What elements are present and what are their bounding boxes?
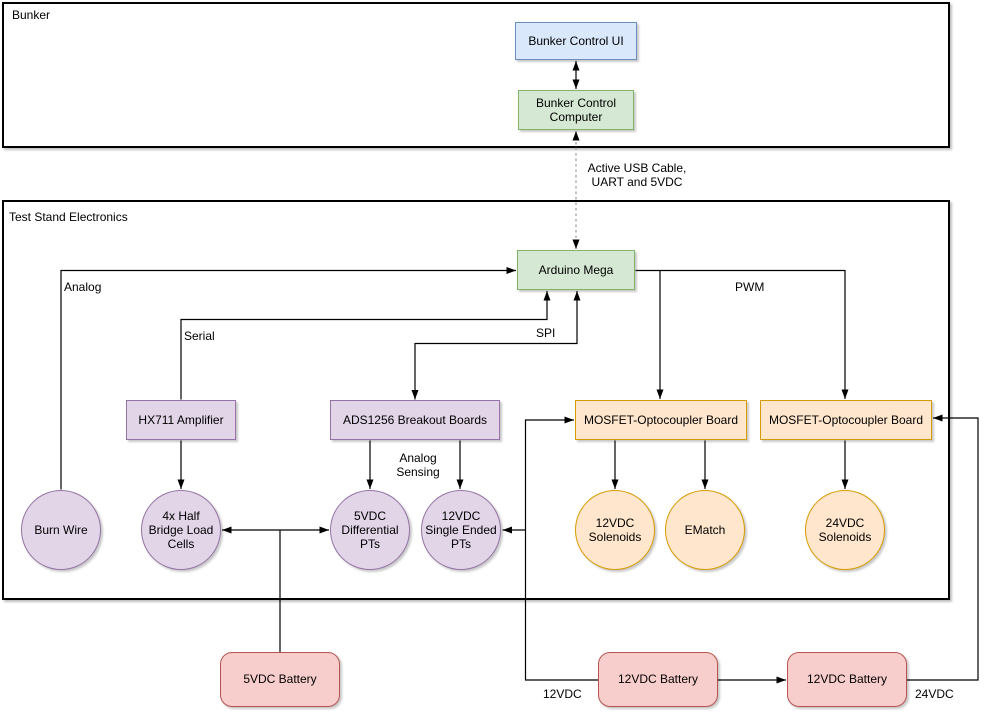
node-hx711-amplifier: HX711 Amplifier — [126, 400, 236, 440]
node-label: 12VDC Solenoids — [588, 515, 642, 544]
node-load-cells: 4x Half Bridge Load Cells — [141, 490, 221, 570]
node-mosfet-optocoupler-board-right: MOSFET-Optocoupler Board — [760, 400, 932, 440]
edge-label-analog-sensing: Analog Sensing — [396, 451, 440, 479]
node-solenoids-24vdc: 24VDC Solenoids — [805, 490, 885, 570]
edge-label-serial: Serial — [184, 329, 215, 343]
test-stand-container-label: Test Stand Electronics — [9, 210, 128, 224]
node-label: 5VDC Battery — [243, 672, 317, 687]
node-arduino-mega: Arduino Mega — [517, 250, 635, 290]
bunker-container-label: Bunker — [12, 8, 51, 22]
node-burn-wire: Burn Wire — [21, 490, 101, 570]
node-label: 12VDC Battery — [617, 672, 699, 687]
node-label: Burn Wire — [34, 522, 88, 537]
edge-label-12vdc: 12VDC — [543, 687, 582, 701]
edge-label-pwm: PWM — [735, 280, 765, 294]
node-bunker-control-ui: Bunker Control UI — [515, 22, 637, 60]
edge-label-24vdc: 24VDC — [915, 687, 954, 701]
node-ematch: EMatch — [665, 490, 745, 570]
node-label: EMatch — [684, 522, 726, 537]
node-differential-pts: 5VDC Differential PTs — [330, 490, 410, 570]
node-label: Bunker Control UI — [528, 33, 624, 48]
node-label: Arduino Mega — [538, 262, 614, 277]
node-single-ended-pts: 12VDC Single Ended PTs — [421, 490, 501, 570]
node-ads1256-breakout-boards: ADS1256 Breakout Boards — [330, 400, 500, 440]
node-label: 12VDC Single Ended PTs — [425, 508, 497, 552]
node-label: 24VDC Solenoids — [818, 515, 872, 544]
node-battery-12vdc-right: 12VDC Battery — [787, 652, 907, 707]
node-label: 5VDC Differential PTs — [341, 508, 399, 552]
node-label: MOSFET-Optocoupler Board — [583, 412, 739, 427]
edge-label-usb-uart: Active USB Cable, UART and 5VDC — [587, 161, 687, 189]
node-bunker-control-computer: Bunker Control Computer — [518, 90, 634, 130]
node-mosfet-optocoupler-board-left: MOSFET-Optocoupler Board — [575, 400, 747, 440]
edge-label-spi: SPI — [536, 326, 556, 340]
node-label: MOSFET-Optocoupler Board — [768, 412, 924, 427]
node-battery-12vdc-left: 12VDC Battery — [598, 652, 718, 707]
node-label: 4x Half Bridge Load Cells — [148, 508, 214, 552]
node-battery-5vdc: 5VDC Battery — [220, 652, 340, 707]
node-solenoids-12vdc: 12VDC Solenoids — [575, 490, 655, 570]
node-label: 12VDC Battery — [806, 672, 888, 687]
node-label: HX711 Amplifier — [138, 412, 224, 427]
node-label: Bunker Control Computer — [535, 95, 617, 124]
edge-label-analog: Analog — [64, 280, 102, 294]
bunker-container — [2, 2, 950, 148]
node-label: ADS1256 Breakout Boards — [342, 412, 488, 427]
